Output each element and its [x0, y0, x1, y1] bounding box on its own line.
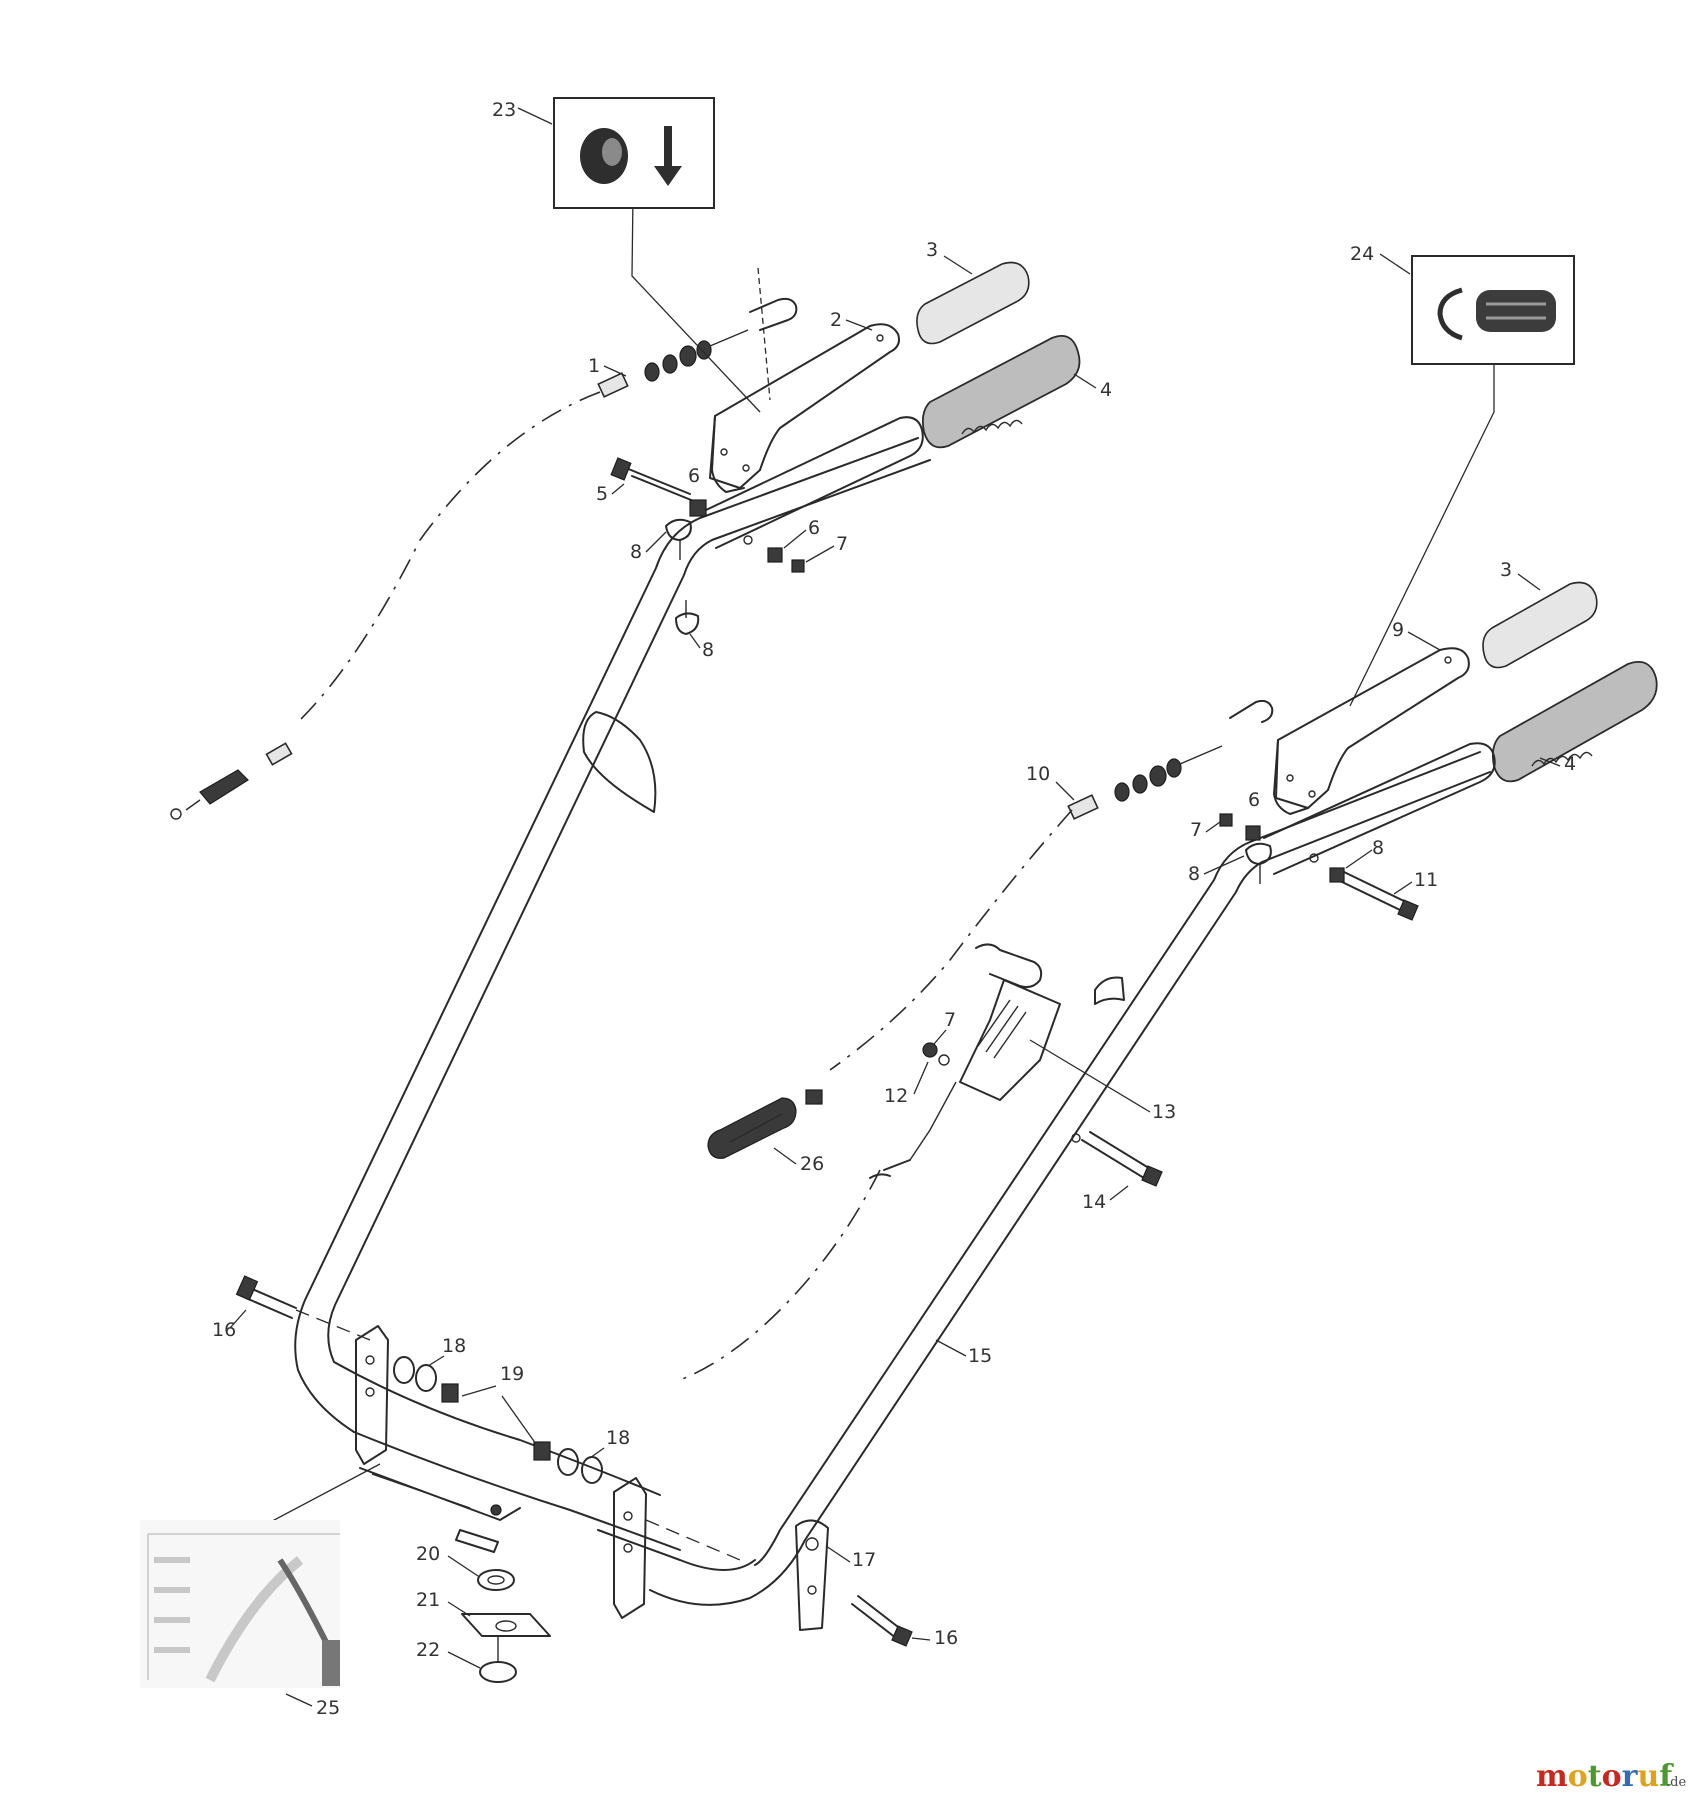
left-cable-spring — [170, 742, 293, 820]
motoruf-watermark: motoruf .de — [1536, 1759, 1686, 1794]
label-24: 24 — [1350, 243, 1374, 265]
svg-text:motoruf: motoruf — [1536, 1759, 1674, 1794]
label-20: 20 — [416, 1543, 440, 1565]
decal-23 — [553, 97, 715, 209]
label-15: 15 — [968, 1345, 992, 1367]
label-8-a: 8 — [630, 541, 642, 563]
right-throttle-cable — [829, 809, 1073, 1071]
label-8-c: 8 — [1188, 863, 1200, 885]
label-26: 26 — [800, 1153, 824, 1175]
label-7-left: 7 — [836, 533, 848, 555]
label-21: 21 — [416, 1589, 440, 1611]
label-23: 23 — [492, 99, 516, 121]
label-1: 1 — [588, 355, 600, 377]
label-3-left: 3 — [926, 239, 938, 261]
label-4-right: 4 — [1564, 753, 1576, 775]
label-12: 12 — [884, 1085, 908, 1107]
label-4-left: 4 — [1100, 379, 1112, 401]
control-bracket — [869, 943, 1061, 1179]
label-8-b: 8 — [702, 639, 714, 661]
label-2: 2 — [830, 309, 842, 331]
label-16-left: 16 — [212, 1319, 236, 1341]
decal-25 — [140, 1520, 340, 1688]
watermark-letter: t — [1588, 1759, 1602, 1794]
label-6-left: 6 — [688, 465, 700, 487]
label-6-mid: 6 — [808, 517, 820, 539]
label-3-right: 3 — [1500, 559, 1512, 581]
label-22: 22 — [416, 1639, 440, 1661]
watermark-letter: o — [1602, 1759, 1622, 1794]
label-17: 17 — [852, 1549, 876, 1571]
label-10: 10 — [1026, 763, 1050, 785]
lower-control-cable — [679, 1169, 881, 1381]
part-labels: 23 3 24 2 1 4 5 6 6 7 8 8 3 9 4 10 6 7 8 — [212, 99, 1576, 1719]
watermark-letter: m — [1536, 1759, 1568, 1794]
label-8-d: 8 — [1372, 837, 1384, 859]
label-19: 19 — [500, 1363, 524, 1385]
label-11: 11 — [1414, 869, 1438, 891]
watermark-letter: u — [1637, 1759, 1659, 1794]
lower-mounting — [235, 1275, 913, 1683]
label-18-b: 18 — [606, 1427, 630, 1449]
label-18-a: 18 — [442, 1335, 466, 1357]
decal-24 — [1411, 255, 1575, 365]
spring-26 — [707, 1089, 823, 1159]
bolt-14 — [1071, 1131, 1163, 1187]
handlebar-frame — [294, 437, 1491, 1606]
left-throttle-cable — [299, 391, 601, 721]
left-grip-assembly — [597, 111, 1081, 635]
watermark-tld: .de — [1666, 1775, 1686, 1790]
watermark-letter: f — [1659, 1759, 1674, 1794]
watermark-letter: r — [1622, 1759, 1639, 1794]
label-14: 14 — [1082, 1191, 1106, 1213]
label-7-mid: 7 — [944, 1009, 956, 1031]
watermark-letter: o — [1568, 1759, 1588, 1794]
label-5: 5 — [596, 483, 608, 505]
label-13: 13 — [1152, 1101, 1176, 1123]
label-16-right: 16 — [934, 1627, 958, 1649]
label-25: 25 — [316, 1697, 340, 1719]
label-7-right: 7 — [1190, 819, 1202, 841]
right-grip-assembly — [1067, 364, 1658, 921]
label-9: 9 — [1392, 619, 1404, 641]
label-6-right: 6 — [1248, 789, 1260, 811]
